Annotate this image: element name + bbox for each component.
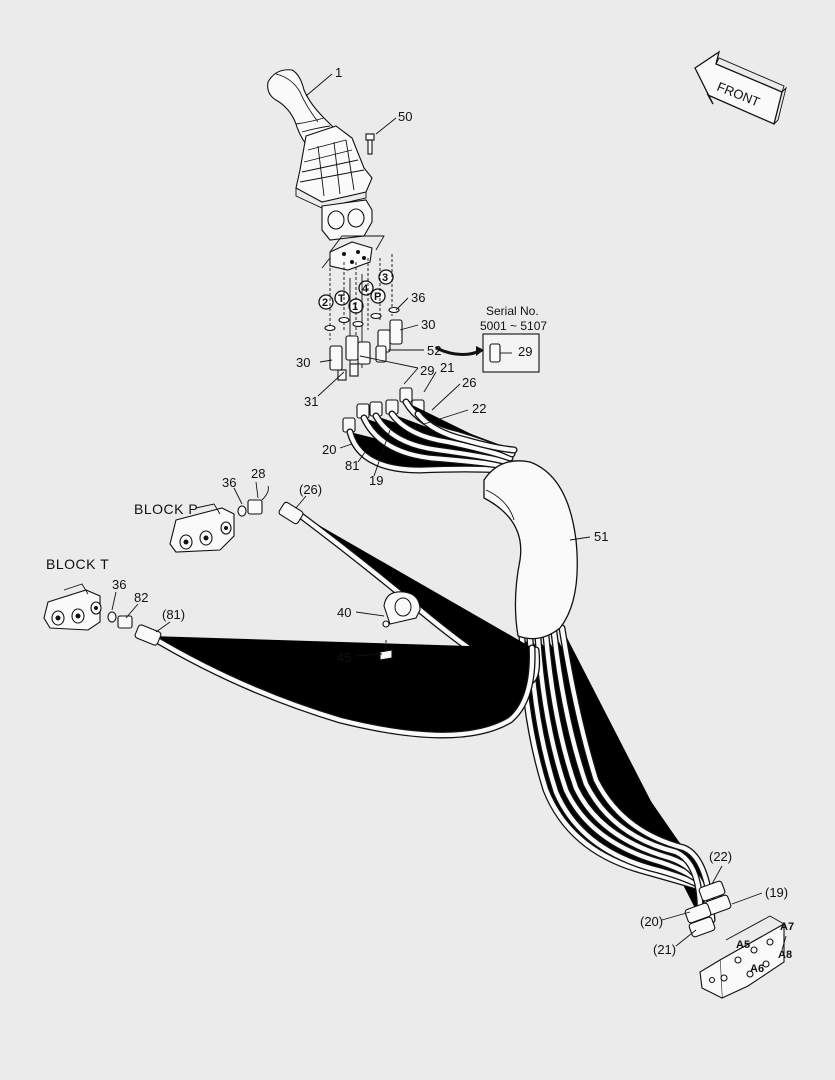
- callout-19-paren: (19): [765, 885, 788, 900]
- port-3: 3: [382, 272, 388, 284]
- plate-port-a6: A6: [750, 963, 764, 975]
- fitting-82: [107, 611, 133, 629]
- callout-36-top: 36: [411, 290, 425, 305]
- hose-clamp: [379, 591, 421, 661]
- callout-36-block-p: 36: [222, 475, 236, 490]
- hose-block-t: [134, 624, 532, 735]
- callout-51: 51: [594, 529, 608, 544]
- callout-81: 81: [345, 458, 359, 473]
- callout-1: 1: [335, 65, 342, 80]
- callout-50: 50: [398, 109, 412, 124]
- joystick-base-bracket: [321, 199, 373, 241]
- bolt-50: [365, 133, 375, 155]
- valve-top-plate: [321, 235, 385, 271]
- front-arrow-icon: FRONT: [694, 50, 787, 125]
- block-p-label: BLOCK P: [134, 501, 198, 517]
- port-2: 2: [322, 297, 328, 309]
- callout-22-paren: (22): [709, 849, 732, 864]
- callout-31: 31: [304, 394, 318, 409]
- callout-leaders: [111, 73, 787, 951]
- callout-20-paren: (20): [640, 914, 663, 929]
- o-rings: [324, 306, 400, 332]
- callout-21-paren: (21): [653, 942, 676, 957]
- callout-52: 52: [427, 343, 441, 358]
- serial-title: Serial No.: [486, 304, 539, 318]
- callout-20: 20: [322, 442, 336, 457]
- plate-port-a8: A8: [778, 949, 792, 961]
- callout-82: 82: [134, 590, 148, 605]
- port-4: 4: [362, 283, 369, 295]
- block-t-fitting: [43, 583, 102, 631]
- callout-22: 22: [472, 401, 486, 416]
- callout-21: 21: [440, 360, 454, 375]
- callout-29: 29: [420, 363, 434, 378]
- callout-40: 40: [337, 605, 351, 620]
- protective-sleeve: [483, 460, 578, 640]
- mounting-plate: [699, 915, 785, 999]
- joystick-boot: [295, 125, 373, 209]
- callout-19: 19: [369, 473, 383, 488]
- port-markers: 2 T 1 4 P 3: [318, 269, 394, 314]
- port-p: P: [374, 291, 381, 303]
- port-1: 1: [352, 301, 358, 313]
- callout-28: 28: [251, 466, 265, 481]
- callout-26: 26: [462, 375, 476, 390]
- callout-30-left: 30: [296, 355, 310, 370]
- plate-hose-fittings: [684, 880, 732, 938]
- callout-30-right: 30: [421, 317, 435, 332]
- hose-block-p: [278, 501, 537, 682]
- fitting-28: [237, 485, 269, 517]
- callout-36-block-t: 36: [112, 577, 126, 592]
- port-t: T: [338, 293, 345, 305]
- block-t-label: BLOCK T: [46, 556, 109, 572]
- adapter-fittings: [329, 319, 403, 381]
- plate-port-a5: A5: [736, 939, 750, 951]
- callout-26-paren: (26): [299, 482, 322, 497]
- callout-81-paren: (81): [162, 607, 185, 622]
- serial-range: 5001 ~ 5107: [480, 319, 547, 333]
- block-p-fitting: [169, 503, 235, 553]
- serial-detail-box: Serial No. 5001 ~ 5107: [435, 304, 547, 373]
- callout-29-detail: 29: [518, 344, 532, 359]
- callout-45: 45: [337, 650, 351, 665]
- callout-labels: 1 50 36 30 52 29 30 29 21 26 22 31 20 81…: [112, 65, 788, 957]
- plate-port-a7: A7: [780, 921, 794, 933]
